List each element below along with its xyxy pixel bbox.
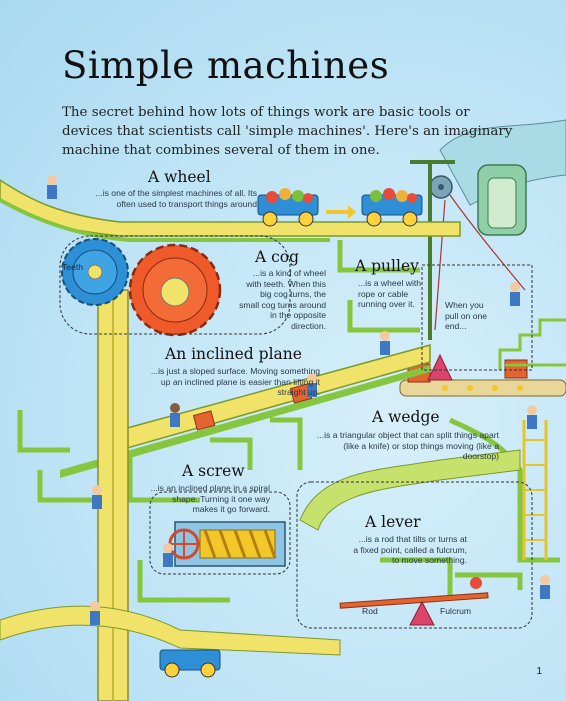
lever-mechanism — [339, 577, 489, 626]
worker-figures — [47, 175, 550, 625]
yellow-tower — [97, 289, 129, 701]
screw-heading: A screw — [182, 462, 245, 480]
highlight-frames — [59, 235, 533, 629]
pulley-heading: A pulley — [355, 257, 419, 275]
rod-label: Rod — [362, 606, 378, 616]
wedge-chute — [299, 449, 521, 531]
arrow-icon — [326, 205, 356, 219]
top-track — [0, 179, 461, 242]
bottom-track — [0, 605, 341, 678]
fulcrum-icon — [409, 600, 435, 626]
small-cog-icon — [61, 238, 129, 306]
inclined-plane-description: ...is just a sloped surface. Moving some… — [150, 366, 320, 398]
intro-text: The secret behind how lots of things wor… — [62, 105, 513, 158]
lever-heading: A lever — [365, 513, 421, 531]
wedge-description: ...is a triangular object that can split… — [316, 430, 499, 462]
wedge-heading: A wedge — [372, 408, 440, 426]
boiler-pipe — [429, 119, 566, 236]
wedge-icon — [427, 353, 453, 381]
wheel-heading: A wheel — [148, 168, 211, 186]
page-title: Simple machines — [62, 44, 390, 87]
screw-description: ...is an inclined plane in a spiral shap… — [150, 483, 270, 515]
pulley-note: When you pull on one end... — [445, 300, 488, 332]
ladder — [522, 420, 548, 560]
lever-description: ...is a rod that tilts or turns at a fix… — [353, 534, 467, 566]
wheel-cart-1 — [257, 188, 319, 227]
big-cog-icon — [128, 243, 222, 337]
inclined-plane-heading: An inclined plane — [165, 345, 302, 363]
cog-description: ...is a kind of wheel with teeth. When t… — [239, 268, 326, 331]
pulley-description: ...is a wheel with rope or cable running… — [358, 278, 422, 310]
teeth-label: Teeth — [62, 262, 84, 272]
screw-housing — [168, 521, 286, 567]
right-stairs — [498, 318, 566, 370]
fulcrum-label: Fulcrum — [440, 606, 472, 616]
wheel-description: ...is one of the simplest machines of al… — [95, 188, 257, 209]
cog-heading: A cog — [255, 248, 300, 266]
page-number: 1 — [536, 666, 542, 677]
wheel-cart-2 — [361, 188, 423, 227]
